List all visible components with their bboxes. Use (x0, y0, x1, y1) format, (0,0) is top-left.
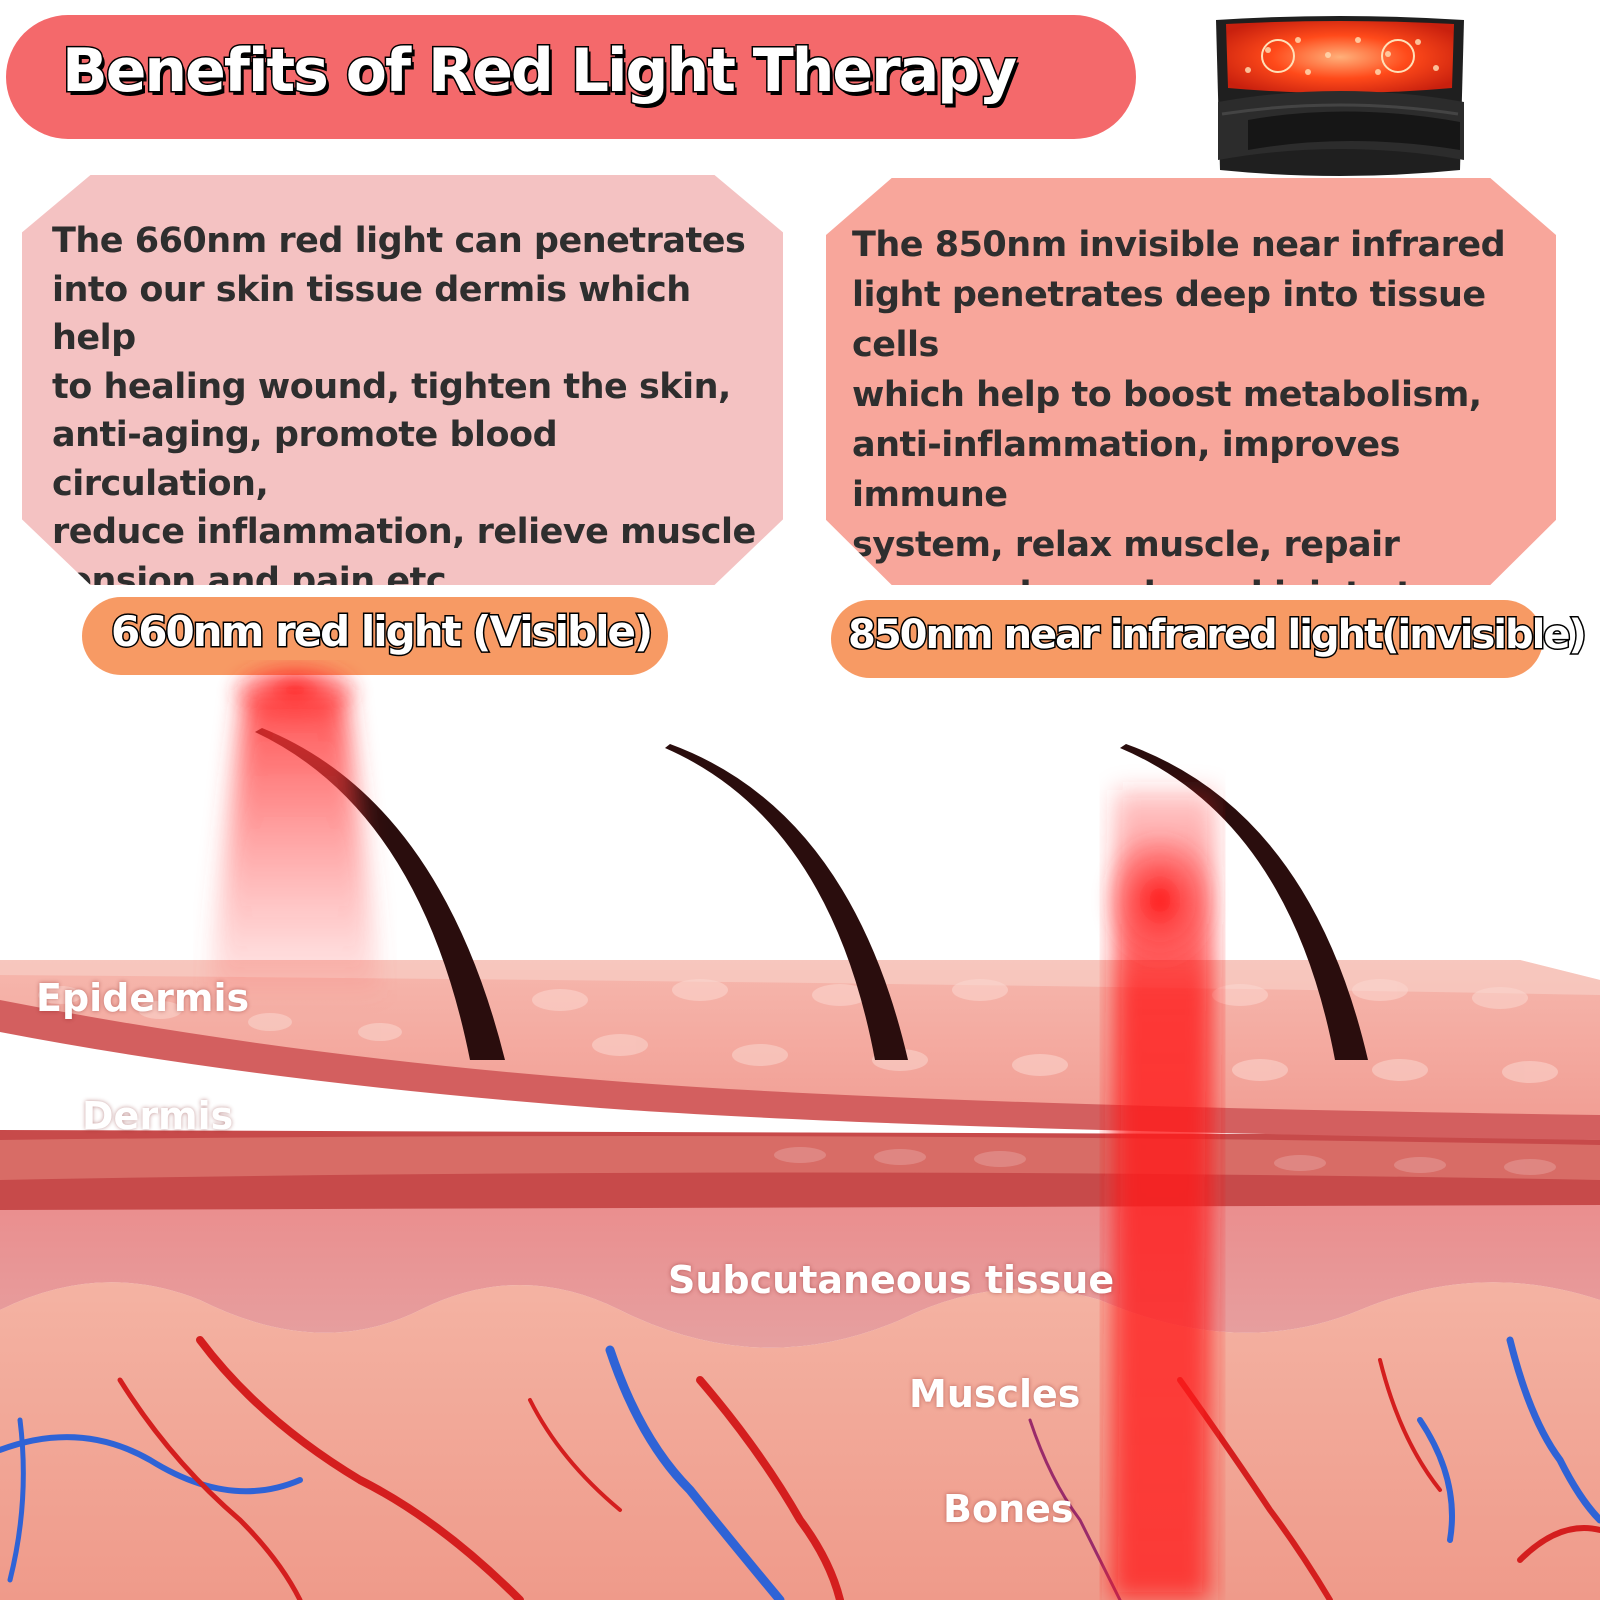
nir-light-label: 850nm near infrared light(invisible) (847, 611, 1589, 660)
red-light-info-box: The 660nm red light can penetrates into … (22, 175, 783, 585)
nir-light-description: The 850nm invisible near infrared light … (852, 225, 1506, 615)
red-light-description: The 660nm red light can penetrates into … (52, 221, 756, 601)
red-light-label-pill: 660nm red light (Visible) (82, 597, 668, 675)
nir-light-label-pill: 850nm near infrared light(invisible) (831, 600, 1588, 678)
nir-light-info-box: The 850nm invisible near infrared light … (826, 178, 1556, 585)
title-banner (6, 15, 1136, 139)
label-dermis: Dermis (82, 1094, 234, 1138)
therapy-belt-image (1216, 16, 1464, 176)
red-light-label: 660nm red light (Visible) (109, 606, 654, 658)
skin-cross-section (0, 660, 1600, 1600)
label-epidermis: Epidermis (36, 976, 250, 1020)
label-muscles: Muscles (909, 1372, 1081, 1416)
page-title: Benefits of Red Light Therapy (60, 35, 1018, 108)
label-subcutaneous: Subcutaneous tissue (668, 1258, 1115, 1302)
label-bones: Bones (943, 1487, 1074, 1531)
